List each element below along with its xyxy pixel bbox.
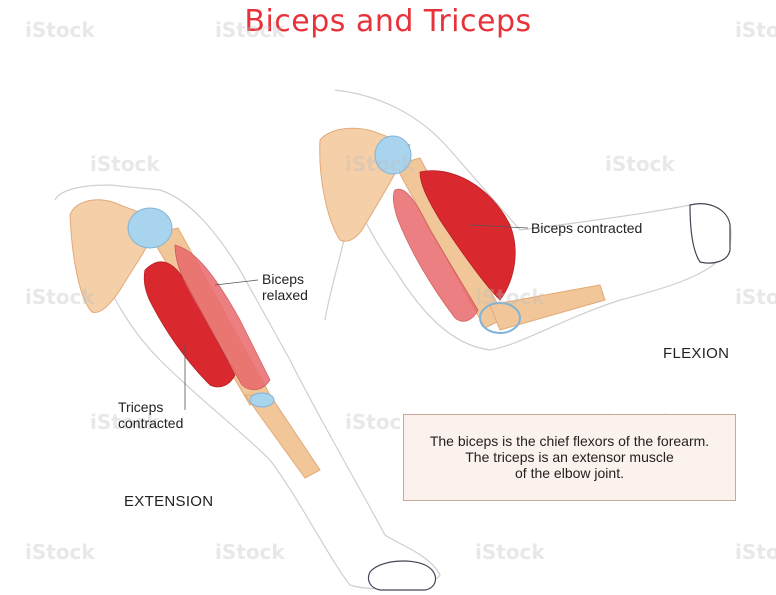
note-line2: The triceps is an extensor muscle: [404, 449, 735, 465]
extension-label: EXTENSION: [124, 493, 213, 510]
watermark: iStock: [605, 152, 675, 176]
note-line1: The biceps is the chief flexors of the f…: [404, 433, 735, 449]
watermark: iStock: [735, 285, 776, 309]
watermark: iStock: [25, 18, 95, 42]
biceps-relaxed-label-line1: Biceps: [262, 271, 308, 287]
biceps-relaxed-label-line2: relaxed: [262, 287, 308, 303]
flexion-arm: [320, 90, 731, 350]
watermark: iStock: [475, 540, 545, 564]
watermark: iStock: [215, 18, 285, 42]
watermark: iStock: [735, 540, 776, 564]
triceps-contracted-label-line2: contracted: [118, 415, 183, 431]
biceps-contracted-label: Biceps contracted: [531, 220, 642, 236]
watermark: iStock: [25, 285, 95, 309]
extension-fist: [368, 561, 435, 590]
watermark: iStock: [25, 540, 95, 564]
extension-forearm: [245, 395, 320, 478]
watermark: iStock: [475, 285, 545, 309]
extension-shoulder-joint: [128, 208, 172, 248]
note-line3: of the elbow joint.: [404, 465, 735, 481]
extension-arm: [55, 185, 440, 590]
biceps-relaxed-leader: [215, 280, 258, 285]
watermark: iStock: [735, 18, 776, 42]
flexion-label: FLEXION: [663, 345, 729, 362]
triceps-contracted-label-line1: Triceps: [118, 399, 183, 415]
watermark: iStock: [90, 152, 160, 176]
flexion-fist: [690, 204, 730, 263]
note-box: The biceps is the chief flexors of the f…: [403, 414, 736, 501]
triceps-contracted-label: Triceps contracted: [118, 399, 183, 431]
extension-elbow-joint: [250, 393, 274, 407]
watermark: iStock: [215, 540, 285, 564]
biceps-relaxed-label: Biceps relaxed: [262, 271, 308, 303]
watermark: iStock: [345, 152, 415, 176]
